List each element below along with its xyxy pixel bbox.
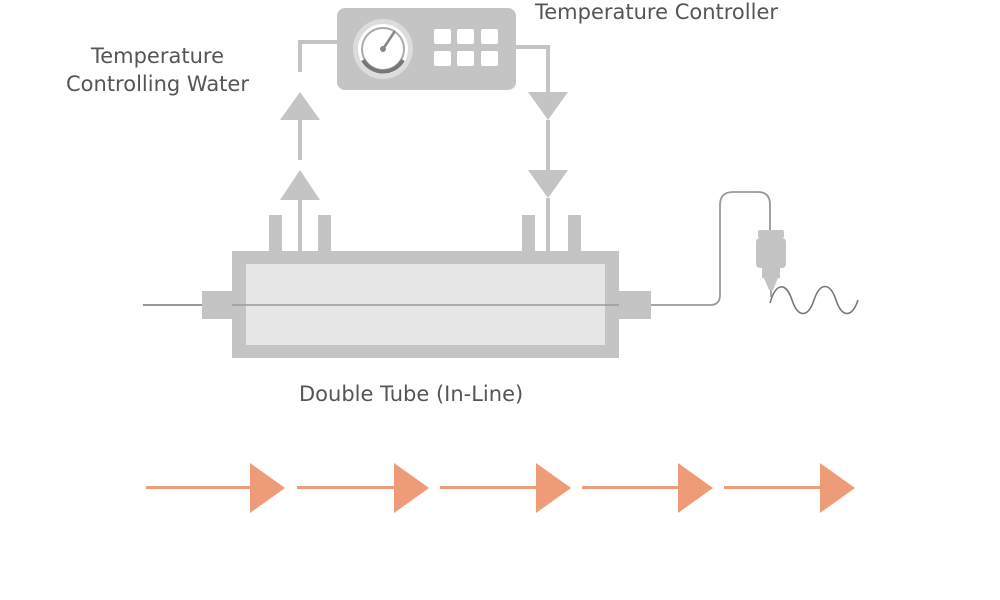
controlling-water-label-line1: Temperature <box>90 44 224 68</box>
sensor-cable <box>651 191 771 306</box>
flow-arrows <box>146 463 855 513</box>
sensor-probe-icon <box>756 230 786 297</box>
outer-jacket <box>232 215 619 358</box>
flow-arrow-icon <box>724 463 855 513</box>
controlling-water-label: Temperature Controlling Water <box>66 42 249 98</box>
flow-arrow-icon <box>440 463 571 513</box>
gauge-icon <box>353 19 413 79</box>
flow-arrow-icon <box>146 463 285 513</box>
sensor-assembly <box>651 191 859 315</box>
temperature-controller-label: Temperature Controller <box>535 0 778 24</box>
outlet-fitting <box>619 291 651 319</box>
temperature-controller <box>337 8 516 90</box>
signal-wave-icon <box>769 285 859 315</box>
inlet-fitting <box>202 291 232 319</box>
double-tube <box>143 215 651 358</box>
controlling-water-label-line2: Controlling Water <box>66 72 249 96</box>
double-tube-label: Double Tube (In-Line) <box>299 382 524 406</box>
flow-arrow-icon <box>582 463 713 513</box>
water-supply-line <box>516 45 568 266</box>
flow-arrow-icon <box>297 463 429 513</box>
keypad-icon <box>434 29 498 66</box>
